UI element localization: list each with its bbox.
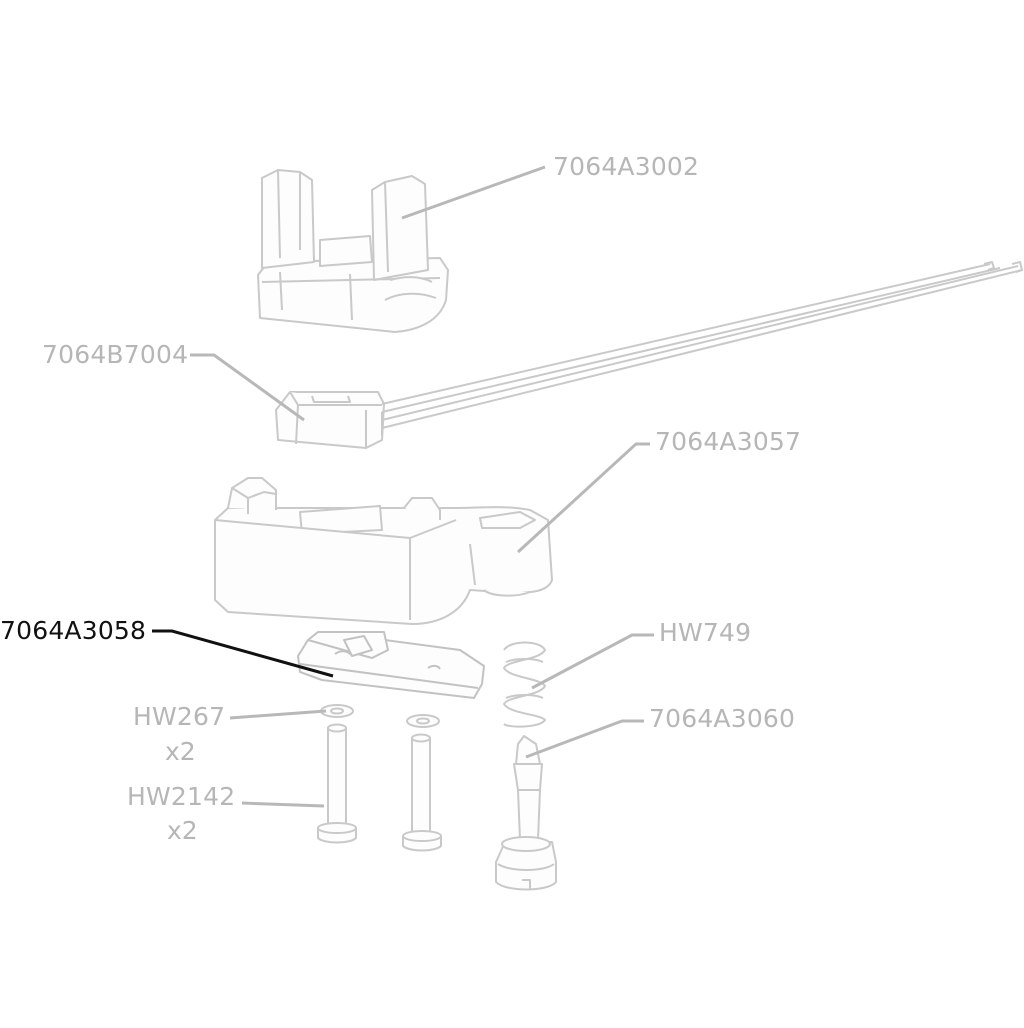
label-HW267[interactable]: HW267	[133, 702, 226, 731]
leader-HW749	[531, 633, 654, 690]
leader-lines	[152, 165, 654, 808]
label-HW2142[interactable]: HW2142	[127, 782, 236, 811]
part-7064B7004-wires	[381, 261, 1023, 429]
part-7064A3058-lever[interactable]	[297, 631, 485, 699]
label-7064B7004[interactable]: 7064B7004	[42, 340, 189, 369]
part-7064A3002-bracket[interactable]	[257, 169, 449, 333]
part-HW749-spring[interactable]	[503, 641, 546, 728]
leader-HW267	[229, 709, 327, 720]
leader-7064A3058	[152, 629, 334, 678]
label-7064A3060[interactable]: 7064A3060	[649, 704, 796, 733]
part-HW267-washers[interactable]	[320, 704, 440, 728]
label-7064A3058[interactable]: 7064A3058	[0, 616, 147, 645]
part-7064A3060-plunger[interactable]	[495, 735, 557, 891]
quantity-HW2142: x2	[167, 816, 198, 845]
part-HW2142-screws[interactable]	[317, 723, 442, 852]
leader-HW2142	[241, 801, 325, 808]
leader-7064A3060	[525, 719, 644, 759]
leader-7064A3002	[401, 165, 546, 220]
leader-7064B7004	[190, 353, 305, 422]
label-7064A3002[interactable]: 7064A3002	[553, 152, 700, 181]
quantity-HW267: x2	[165, 737, 196, 766]
leader-7064A3057	[516, 442, 650, 554]
part-7064B7004-connector[interactable]	[275, 391, 385, 449]
label-HW749[interactable]: HW749	[659, 618, 752, 647]
part-7064A3057-housing[interactable]	[214, 477, 553, 625]
label-7064A3057[interactable]: 7064A3057	[655, 427, 802, 456]
